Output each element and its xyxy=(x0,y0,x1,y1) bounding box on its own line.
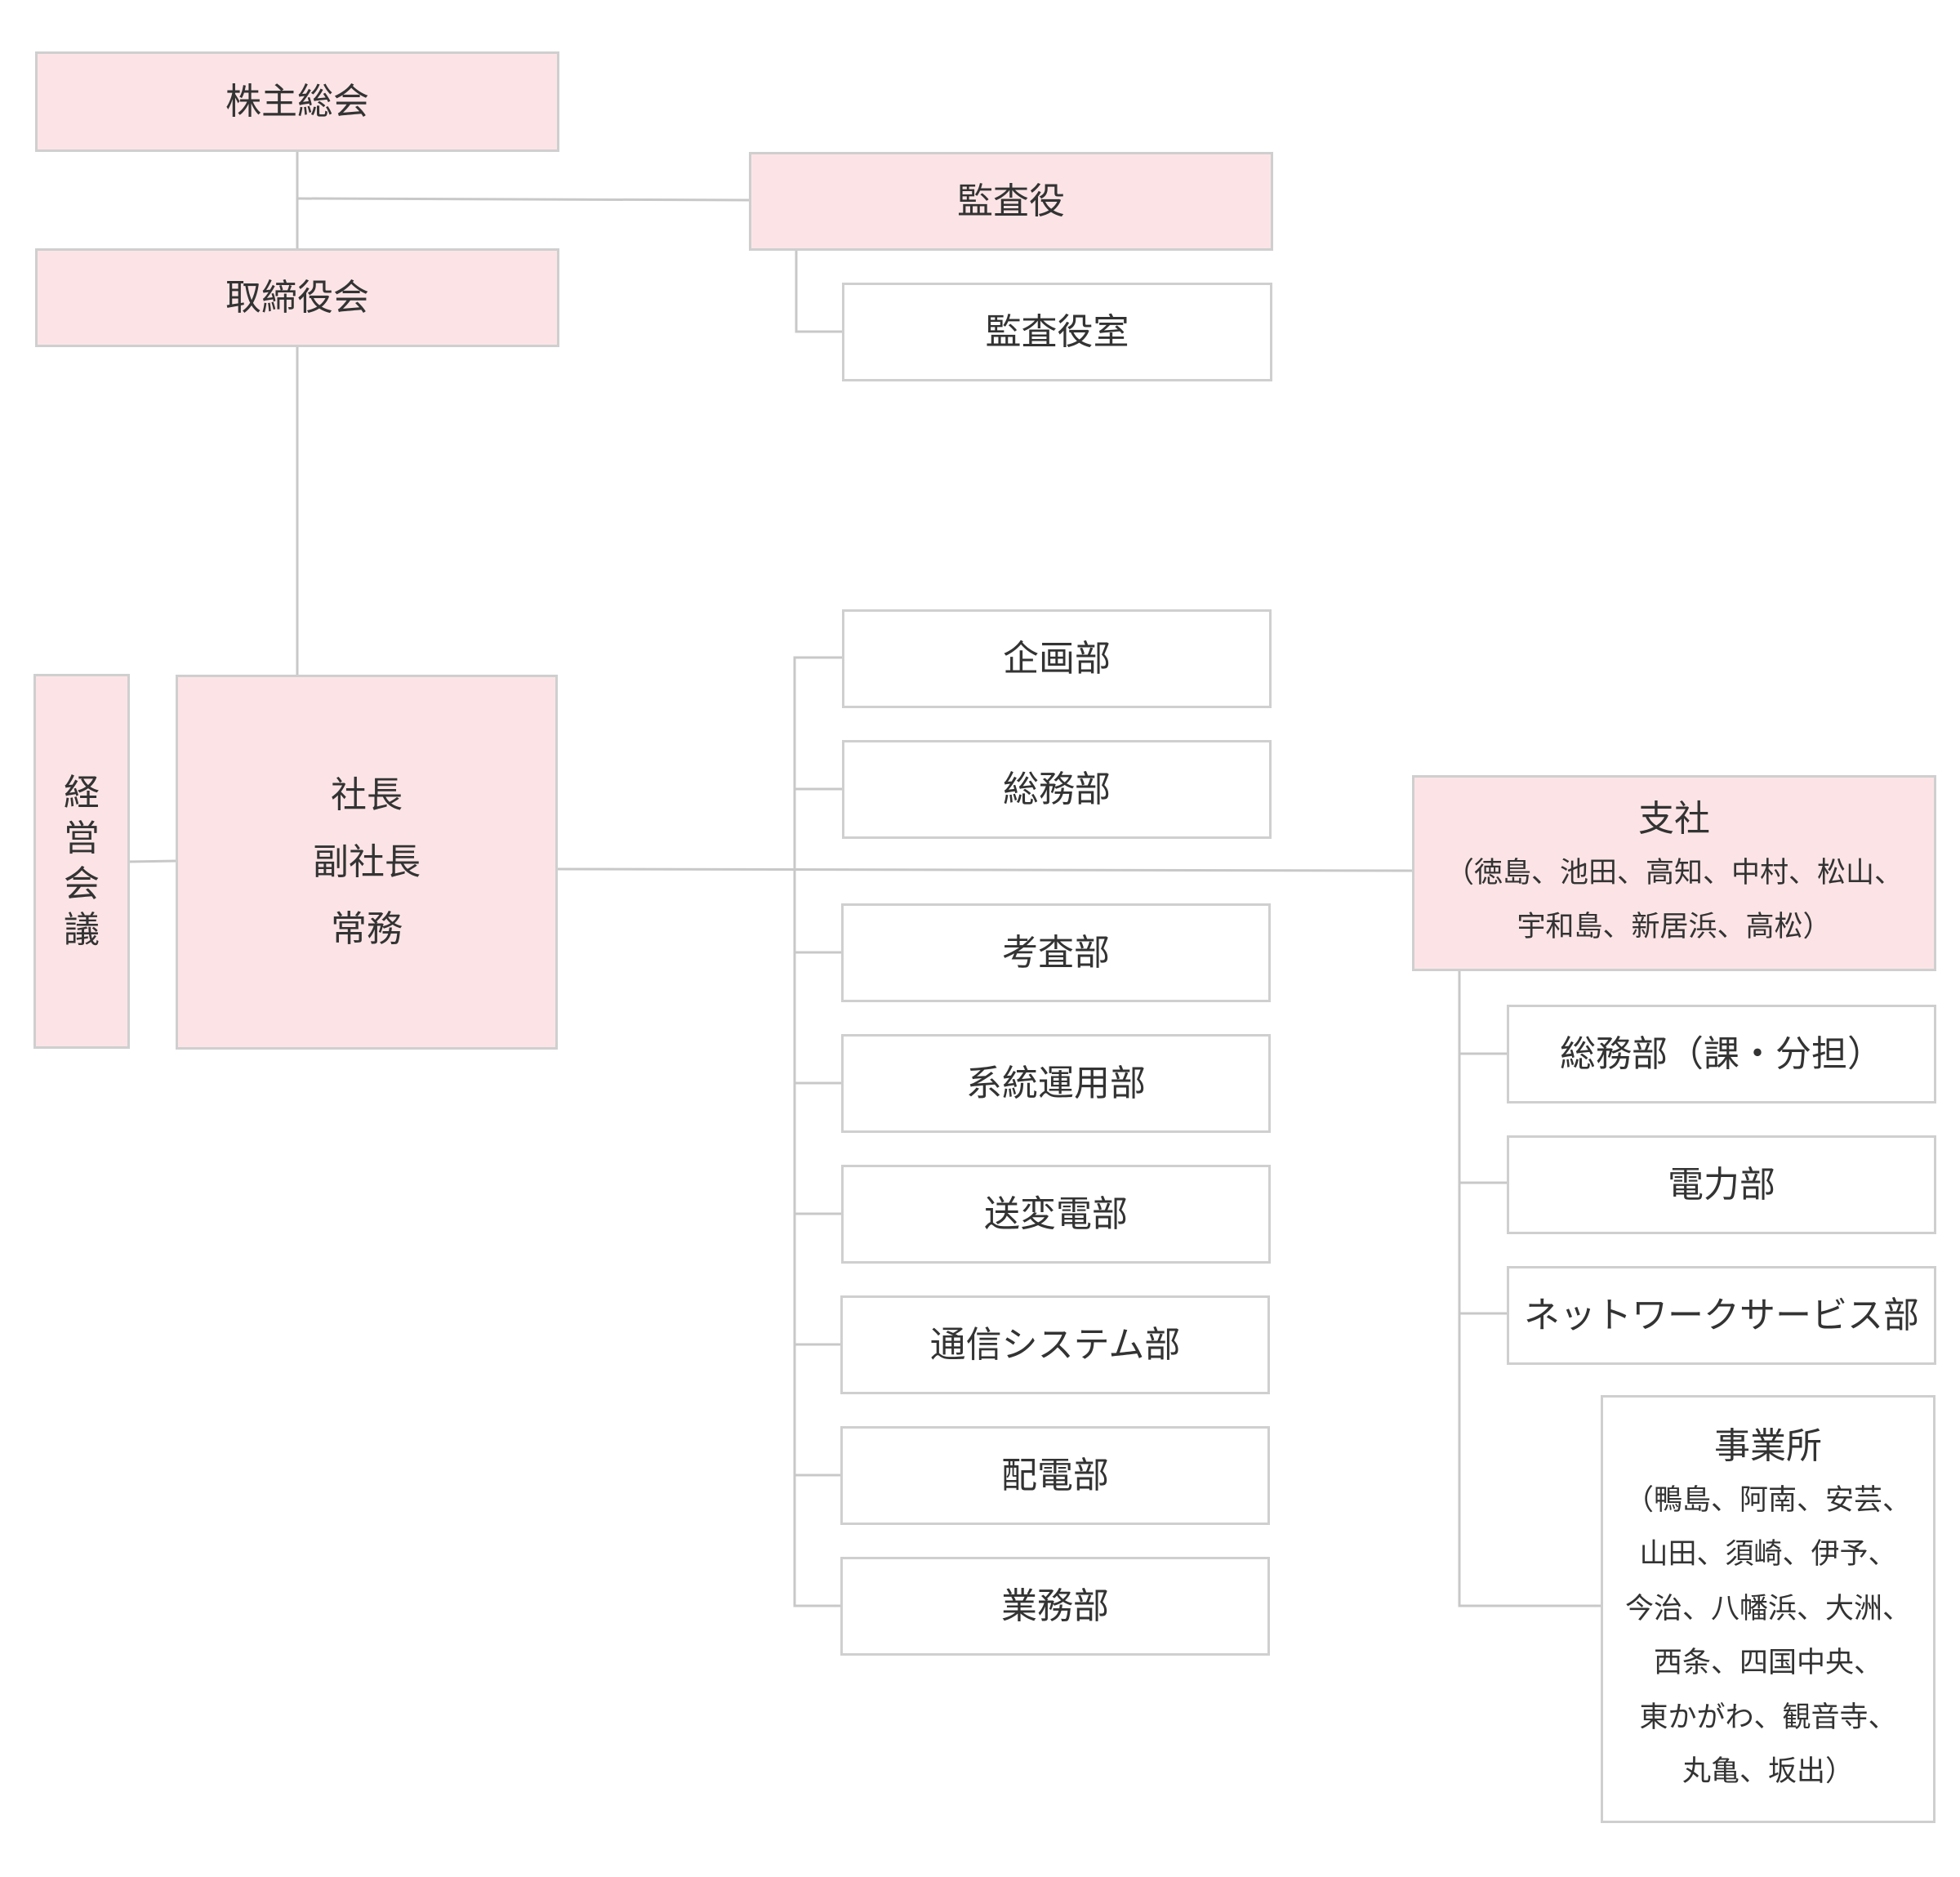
branch-office-box[interactable]: 支社 （徳島、池田、高知、中村、松山、 宇和島、新居浜、高松） xyxy=(1412,775,1936,971)
connector-council-executives xyxy=(127,859,178,863)
business-offices-list: 山田、須崎、伊予、 xyxy=(1639,1538,1897,1571)
auditor-office-label: 監査役室 xyxy=(985,311,1129,353)
branch-general-affairs-box[interactable]: 総務部（課・分担） xyxy=(1507,1005,1936,1103)
auditor-label: 監査役 xyxy=(957,181,1065,222)
board-of-directors-label: 取締役会 xyxy=(225,277,369,319)
branch-unit-label: 総務部（課・分担） xyxy=(1560,1033,1883,1075)
business-offices-list: 西条、四国中央、 xyxy=(1653,1647,1882,1679)
connector-to-auditor xyxy=(296,197,751,202)
department-planning-box[interactable]: 企画部 xyxy=(842,609,1272,708)
branch-office-list: （徳島、池田、高知、中村、松山、 xyxy=(1445,857,1903,889)
department-grid-operation-box[interactable]: 系統運用部 xyxy=(841,1034,1271,1133)
department-audit-box[interactable]: 考査部 xyxy=(841,903,1271,1002)
business-offices-list: 東かがわ、観音寺、 xyxy=(1639,1701,1897,1734)
business-offices-list: 丸亀、坂出） xyxy=(1682,1755,1854,1788)
shareholders-meeting-label: 株主総会 xyxy=(225,81,369,123)
executives-box[interactable]: 社長 副社長 常務 xyxy=(176,675,558,1050)
business-offices-box[interactable]: 事業所 （鴨島、阿南、安芸、 山田、須崎、伊予、 今治、八幡浜、大洲、 西条、四… xyxy=(1601,1395,1936,1823)
branch-office-title: 支社 xyxy=(1638,798,1710,840)
business-offices-title: 事業所 xyxy=(1714,1424,1822,1467)
department-label: 系統運用部 xyxy=(966,1063,1146,1104)
department-label: 考査部 xyxy=(1002,932,1110,974)
department-distribution-box[interactable]: 配電部 xyxy=(840,1426,1270,1525)
branch-network-service-box[interactable]: ネットワークサービス部 xyxy=(1507,1266,1936,1365)
auditor-office-box[interactable]: 監査役室 xyxy=(842,283,1272,381)
branch-unit-label: 電力部 xyxy=(1668,1164,1775,1206)
auditor-box[interactable]: 監査役 xyxy=(749,152,1273,251)
managing-director-label: 常務 xyxy=(331,907,403,950)
branch-power-box[interactable]: 電力部 xyxy=(1507,1135,1936,1234)
department-general-affairs-box[interactable]: 総務部 xyxy=(842,740,1272,839)
management-council-box[interactable]: 経 営 会 議 xyxy=(33,674,130,1049)
department-label: 企画部 xyxy=(1003,638,1111,680)
shareholders-meeting-box[interactable]: 株主総会 xyxy=(35,51,559,152)
business-offices-list: 今治、八幡浜、大洲、 xyxy=(1624,1592,1911,1625)
management-council-char: 議 xyxy=(64,908,100,951)
board-of-directors-box[interactable]: 取締役会 xyxy=(35,248,559,347)
department-label: 業務部 xyxy=(1001,1585,1109,1627)
vice-president-label: 副社長 xyxy=(313,840,421,883)
business-offices-list: （鴨島、阿南、安芸、 xyxy=(1624,1483,1911,1517)
management-council-char: 会 xyxy=(64,863,100,905)
department-label: 送変電部 xyxy=(984,1193,1128,1235)
department-transmission-box[interactable]: 送変電部 xyxy=(841,1165,1271,1264)
management-council-char: 経 xyxy=(64,771,100,814)
department-telecom-box[interactable]: 通信システム部 xyxy=(840,1295,1270,1394)
department-label: 総務部 xyxy=(1003,769,1111,810)
connector-executives-branch xyxy=(556,867,1414,872)
branch-office-list: 宇和島、新居浜、高松） xyxy=(1517,911,1832,943)
department-label: 配電部 xyxy=(1001,1455,1109,1496)
department-label: 通信システム部 xyxy=(929,1324,1181,1366)
branch-unit-label: ネットワークサービス部 xyxy=(1524,1295,1919,1336)
department-operations-box[interactable]: 業務部 xyxy=(840,1557,1270,1656)
management-council-char: 営 xyxy=(64,817,100,859)
president-label: 社長 xyxy=(331,774,403,816)
